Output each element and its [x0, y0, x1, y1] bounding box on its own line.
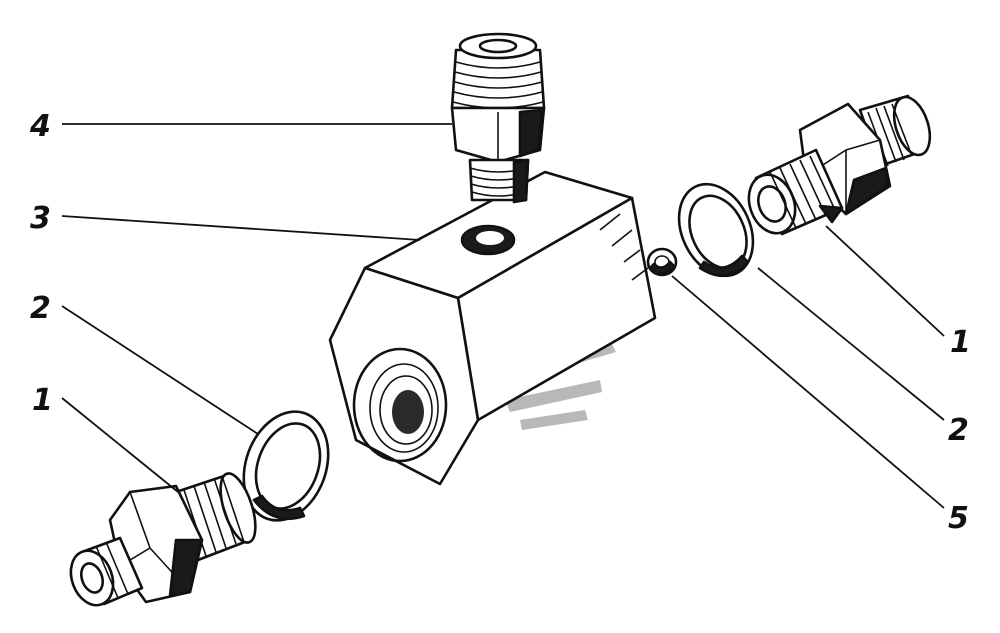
label-1-right: 1	[950, 325, 971, 360]
top-fitting	[450, 32, 546, 204]
leader-lines	[61, 123, 945, 509]
label-2-left: 2	[30, 291, 51, 326]
callout-numbers: 4 3 2 1 1 2 5	[29, 109, 971, 536]
leader-3	[61, 215, 421, 241]
label-1-left: 1	[32, 383, 53, 418]
leader-1-right	[825, 225, 945, 337]
right-union-fitting	[747, 94, 932, 236]
small-ring	[646, 247, 678, 277]
right-sealing-ring	[677, 182, 755, 278]
leader-5	[671, 275, 945, 509]
leader-2-left	[61, 305, 259, 435]
label-5: 5	[948, 501, 969, 536]
left-sealing-ring	[242, 410, 330, 522]
left-union-fitting	[69, 472, 257, 607]
label-4-top: 4	[29, 109, 51, 144]
valve-body-block	[328, 170, 657, 486]
leader-2-right	[757, 267, 945, 421]
leader-1-left	[61, 397, 179, 493]
label-2-right: 2	[948, 413, 969, 448]
label-3: 3	[30, 201, 51, 236]
